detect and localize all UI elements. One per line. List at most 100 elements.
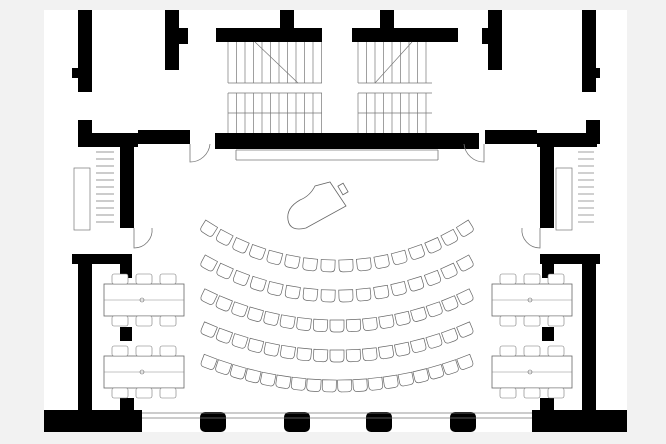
seat xyxy=(306,378,322,392)
seat xyxy=(231,333,249,349)
seat xyxy=(232,237,250,254)
seat xyxy=(296,317,312,331)
seat xyxy=(250,275,267,292)
seat xyxy=(329,349,345,363)
chair xyxy=(523,315,541,327)
chair xyxy=(547,273,565,285)
seat-row xyxy=(200,353,474,393)
chair xyxy=(547,387,565,399)
chair xyxy=(523,387,541,399)
seat xyxy=(260,371,277,387)
seat xyxy=(215,295,233,312)
seat xyxy=(424,237,442,254)
seat xyxy=(247,337,265,353)
seat xyxy=(373,254,390,269)
table-group xyxy=(491,345,573,399)
seat xyxy=(410,306,427,322)
seat xyxy=(200,353,218,370)
seat-row xyxy=(200,288,474,333)
chair xyxy=(111,387,129,399)
seat xyxy=(407,244,425,260)
seat xyxy=(361,347,378,362)
seat xyxy=(362,317,378,331)
seat xyxy=(397,371,414,387)
seat xyxy=(427,364,444,380)
seat xyxy=(345,318,362,333)
seat xyxy=(440,327,459,344)
seat xyxy=(456,353,474,370)
seat xyxy=(352,378,368,392)
seat xyxy=(345,348,361,363)
seat xyxy=(247,306,264,322)
seat xyxy=(313,348,329,363)
seat xyxy=(200,288,218,305)
seat xyxy=(423,269,442,286)
seat xyxy=(455,254,474,272)
seat xyxy=(216,262,234,280)
chair xyxy=(135,387,153,399)
chair xyxy=(135,345,153,357)
seat xyxy=(425,333,443,349)
seat xyxy=(232,269,251,286)
seat xyxy=(338,259,354,273)
seat xyxy=(302,257,319,272)
chair xyxy=(135,273,153,285)
chair xyxy=(547,345,565,357)
seat xyxy=(456,288,474,305)
seat xyxy=(390,281,407,296)
seat xyxy=(337,379,353,393)
chair xyxy=(159,345,177,357)
seat xyxy=(390,249,408,265)
chair xyxy=(159,315,177,327)
windows xyxy=(142,149,532,419)
seat xyxy=(394,341,411,357)
chair xyxy=(499,387,517,399)
chair xyxy=(523,345,541,357)
table-group xyxy=(103,345,185,399)
staircases xyxy=(73,41,594,231)
chair xyxy=(499,273,517,285)
seat xyxy=(284,254,301,269)
seat xyxy=(440,262,458,280)
seat xyxy=(290,376,307,391)
doors xyxy=(133,143,541,249)
audience-seating xyxy=(200,219,474,393)
seat xyxy=(320,289,336,303)
seat xyxy=(320,259,336,273)
chair xyxy=(135,315,153,327)
table-group xyxy=(103,273,185,327)
seat xyxy=(455,219,474,237)
seat xyxy=(456,321,474,338)
seat-row xyxy=(200,254,474,303)
seat xyxy=(275,374,292,389)
seat xyxy=(284,284,301,300)
seat xyxy=(378,344,394,360)
chair xyxy=(111,273,129,285)
table-group xyxy=(491,273,573,327)
piano xyxy=(287,181,349,230)
chair xyxy=(111,315,129,327)
seat xyxy=(231,301,249,318)
walls xyxy=(44,10,627,432)
seat xyxy=(355,257,372,272)
seat xyxy=(409,337,427,353)
seat xyxy=(200,321,218,338)
seat xyxy=(249,244,267,260)
chair xyxy=(159,387,177,399)
seat xyxy=(215,359,233,375)
seat xyxy=(263,341,280,357)
seat xyxy=(267,281,284,296)
seat-row xyxy=(200,321,474,363)
seat xyxy=(425,301,443,318)
seat xyxy=(394,310,411,326)
seat xyxy=(200,219,219,237)
seat xyxy=(440,228,458,246)
seat xyxy=(329,319,345,333)
chair xyxy=(159,273,177,285)
seat xyxy=(378,314,395,329)
seat xyxy=(338,289,354,303)
seat xyxy=(200,254,219,272)
chair xyxy=(547,315,565,327)
tables xyxy=(103,273,573,399)
